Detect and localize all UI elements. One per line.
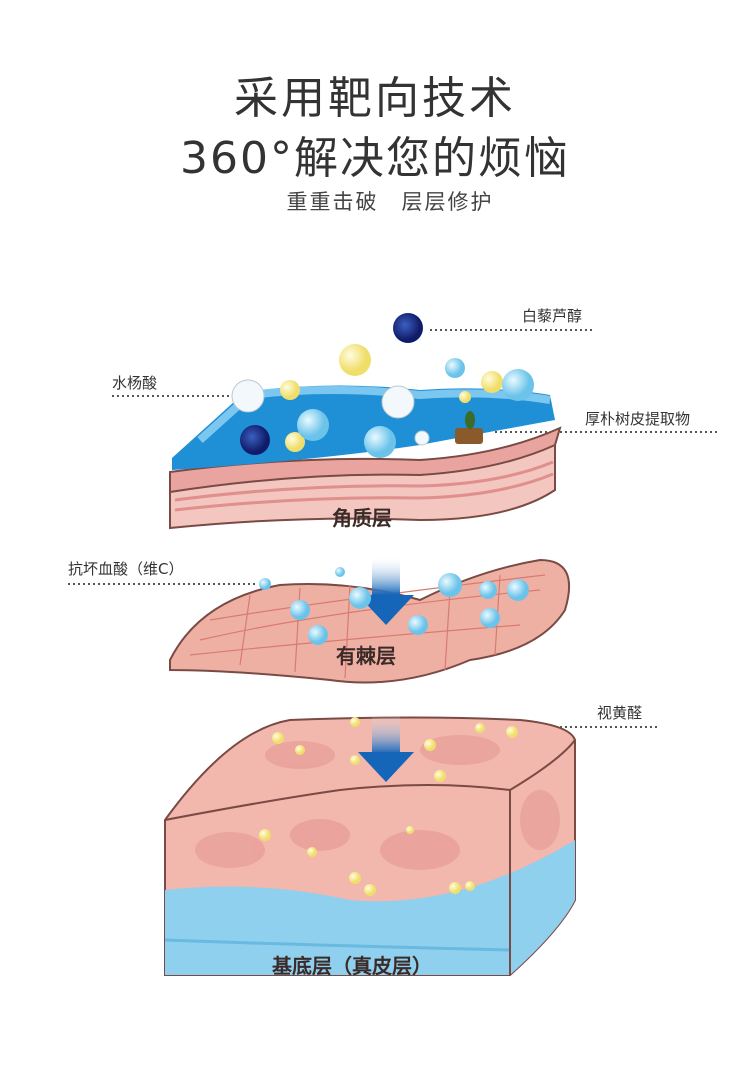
label-vitamin-c: 抗坏血酸（维C）	[68, 560, 184, 578]
title-line-2: 360°解决您的烦恼	[180, 133, 570, 184]
label-magnolia-bark-extract: 厚朴树皮提取物	[585, 410, 691, 428]
layer-spinous: 有棘层	[336, 644, 396, 668]
label-salicylic-acid: 水杨酸	[112, 374, 158, 392]
label-retinal: 视黄醛	[597, 704, 643, 722]
down-arrow-2	[358, 712, 414, 782]
down-arrow-1	[358, 555, 414, 625]
title-line-1: 采用靶向技术	[234, 73, 516, 124]
label-resveratrol: 白藜芦醇	[522, 307, 583, 325]
basal-layer	[164, 716, 576, 976]
spinous-layer	[169, 558, 570, 684]
layer-basal: 基底层（真皮层）	[272, 954, 432, 978]
pointer-lines	[68, 329, 718, 728]
layer-stratum-corneum: 角质层	[332, 506, 392, 530]
molecules	[231, 313, 534, 896]
subtitle: 重重击破 层层修护	[286, 190, 494, 214]
